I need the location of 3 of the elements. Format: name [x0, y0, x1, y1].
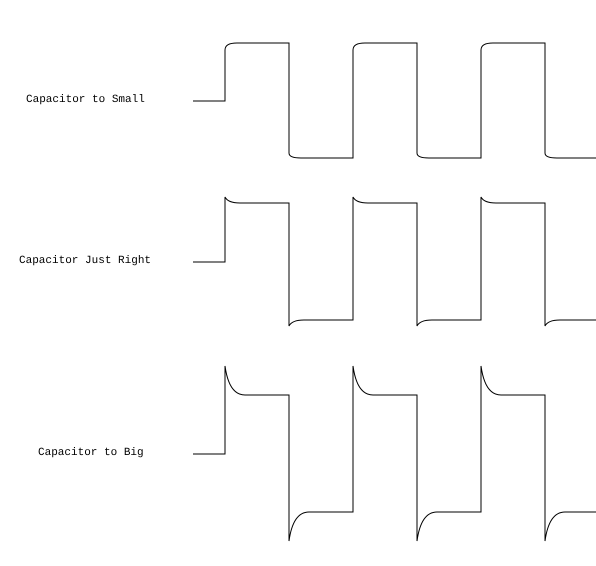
waveform-label: Capacitor to Big — [38, 447, 144, 460]
waveform-label: Capacitor Just Right — [19, 255, 152, 268]
waveform-label: Capacitor to Small — [26, 94, 145, 107]
